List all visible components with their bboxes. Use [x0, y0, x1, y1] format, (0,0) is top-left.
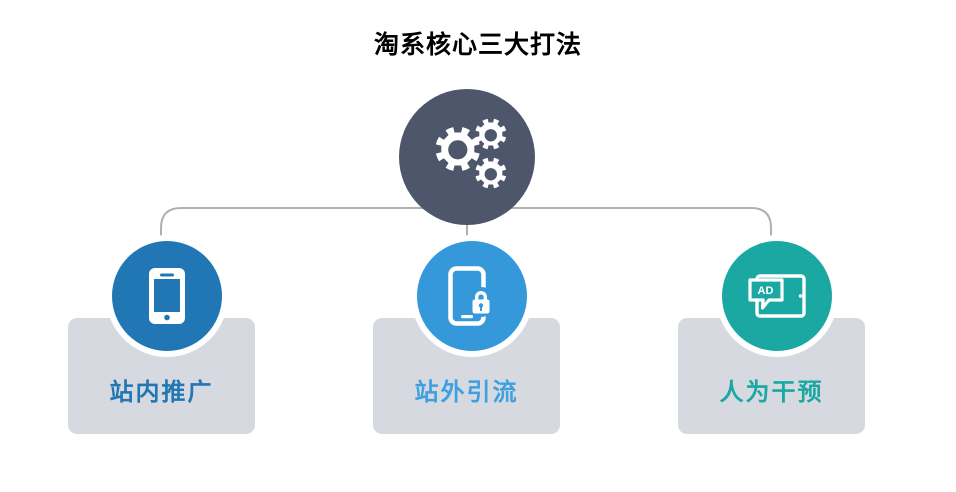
smartphone-icon: [147, 266, 187, 326]
branch-manual-intervention[interactable]: AD 人为干预: [678, 235, 865, 434]
branch-station-external[interactable]: 站外引流: [373, 235, 560, 434]
smartphone-lock-icon: [448, 266, 496, 326]
page-title: 淘系核心三大打法: [373, 31, 582, 59]
branch-icon-circle[interactable]: AD: [716, 235, 838, 357]
gears-icon: [424, 116, 510, 198]
branch-label: 站外引流: [414, 379, 519, 406]
branch-label: 人为干预: [719, 379, 824, 406]
branch-icon-circle[interactable]: [411, 235, 533, 357]
branch-station-internal[interactable]: 站内推广: [68, 235, 255, 434]
branch-label: 站内推广: [109, 379, 214, 406]
ad-text: AD: [758, 285, 774, 297]
branch-icon-circle[interactable]: [106, 235, 228, 357]
tablet-ad-icon: AD: [747, 272, 807, 320]
hub-node[interactable]: [399, 89, 535, 225]
